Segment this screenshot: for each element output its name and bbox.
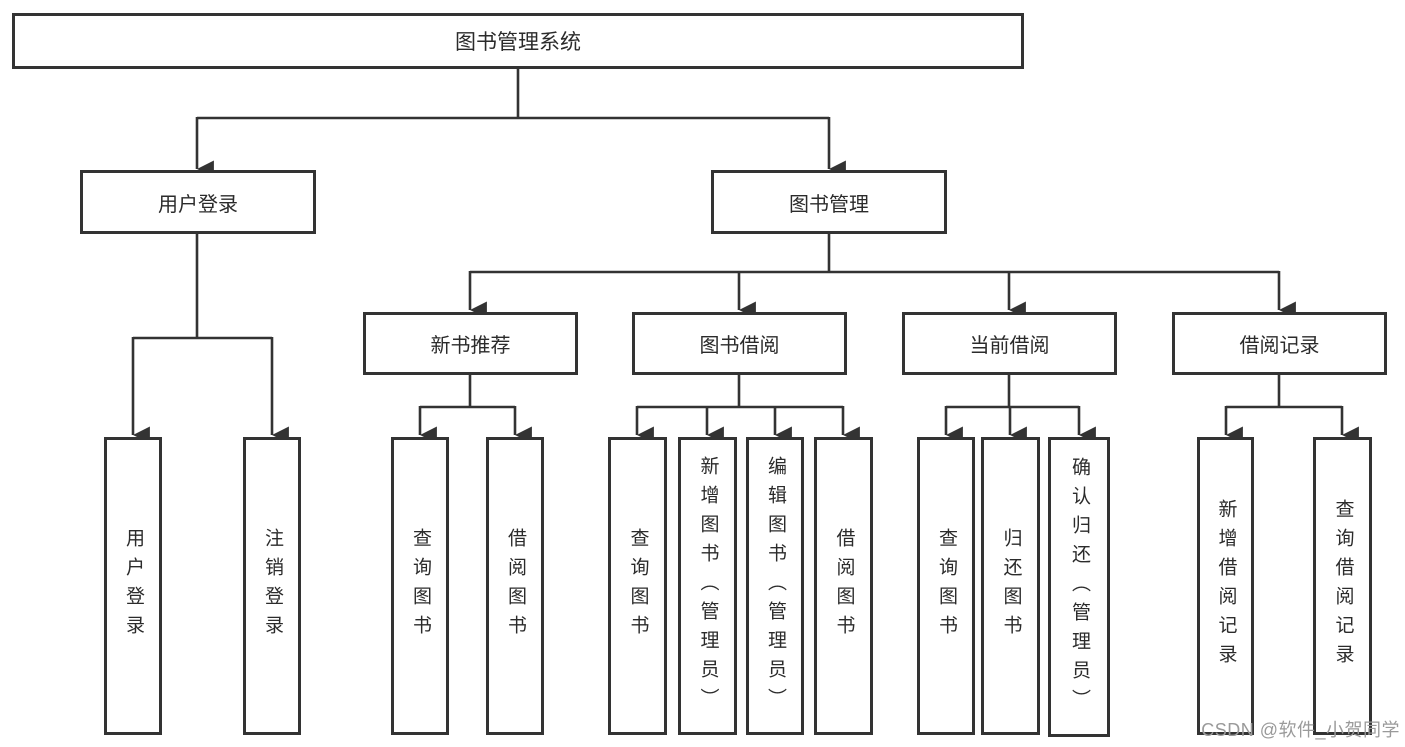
node-new-book-recommend: 新书推荐 <box>363 312 578 375</box>
leaf-borrow-books: 借阅图书 <box>814 437 873 735</box>
leaf-confirm-return-admin: 确认归还（管理员） <box>1048 437 1110 737</box>
connector-new-book-recommend <box>418 375 532 444</box>
connector-borrow-records <box>1224 375 1359 444</box>
leaf-logout: 注销登录 <box>243 437 301 735</box>
node-library-management-system: 图书管理系统 <box>12 13 1024 69</box>
node-book-management: 图书管理 <box>711 170 947 234</box>
leaf-borrow-books-recommend: 借阅图书 <box>486 437 544 735</box>
leaf-query-books-current: 查询图书 <box>917 437 975 735</box>
node-borrow-records: 借阅记录 <box>1172 312 1387 375</box>
node-current-borrow: 当前借阅 <box>902 312 1117 375</box>
csdn-watermark: CSDN @软件_小贺同学 <box>1201 720 1400 740</box>
leaf-edit-books-admin: 编辑图书（管理员） <box>746 437 804 735</box>
leaf-query-borrow-record: 查询借阅记录 <box>1313 437 1372 735</box>
leaf-return-books: 归还图书 <box>981 437 1040 735</box>
node-book-borrow: 图书借阅 <box>632 312 847 375</box>
connector-book-borrow <box>635 375 860 444</box>
connector-current-borrow <box>944 375 1096 444</box>
leaf-add-books-admin: 新增图书（管理员） <box>678 437 737 735</box>
leaf-query-books-borrow: 查询图书 <box>608 437 667 735</box>
connector-user-login <box>131 234 289 444</box>
connector-root <box>195 68 846 178</box>
leaf-user-login: 用户登录 <box>104 437 162 735</box>
connector-book-management <box>468 234 1296 319</box>
leaf-add-borrow-record: 新增借阅记录 <box>1197 437 1254 735</box>
node-user-login: 用户登录 <box>80 170 316 234</box>
leaf-query-books-recommend: 查询图书 <box>391 437 449 735</box>
